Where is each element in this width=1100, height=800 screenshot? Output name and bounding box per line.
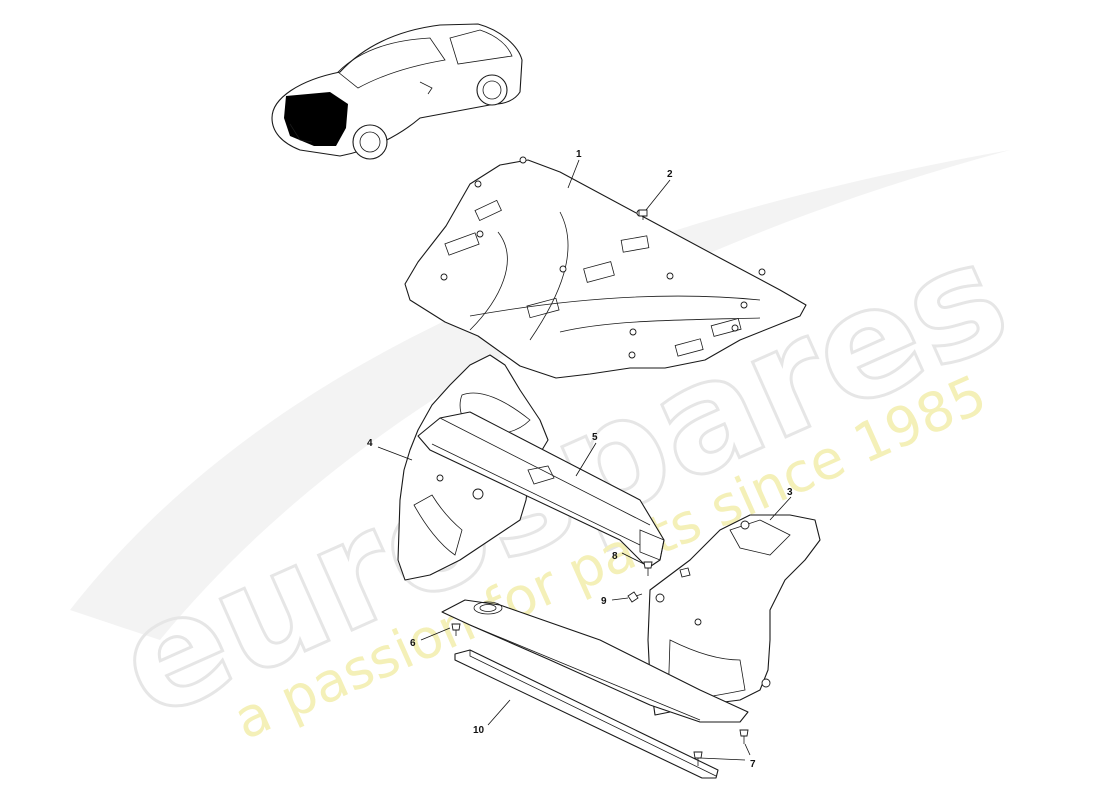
undertray-fastener-10	[440, 273, 448, 281]
callout-7: 7	[750, 759, 756, 770]
leader-9	[611, 597, 629, 601]
callout-2: 2	[667, 169, 673, 180]
car-windshield	[337, 37, 446, 89]
fastener-9	[627, 591, 643, 603]
right-panel-hole-3	[694, 618, 702, 626]
leader-lines	[377, 159, 792, 761]
right-panel-hole-1	[740, 520, 750, 530]
part-10-strip	[454, 649, 719, 779]
undertray-vent-3	[526, 297, 560, 319]
part-6-lower-tray	[441, 599, 749, 723]
undertray-vent-1	[583, 261, 615, 283]
callout-1: 1	[576, 149, 582, 160]
left-panel-hole-2	[436, 474, 444, 482]
car-mirror	[419, 81, 433, 95]
lower-tray-ring-outer	[473, 601, 503, 615]
undertray-fastener-1	[519, 156, 527, 164]
undertray-fastener-4	[559, 265, 567, 273]
undertray-fastener-9	[628, 351, 636, 359]
callout-4: 4	[367, 438, 373, 449]
fastener-2	[638, 209, 648, 220]
car-highlighted-area	[284, 92, 348, 146]
callout-5: 5	[592, 432, 598, 443]
left-panel-hole-1	[472, 488, 484, 500]
lower-tray-ring-inner	[479, 604, 497, 612]
callout-10: 10	[473, 725, 485, 736]
undertray-vent-7	[474, 199, 502, 222]
leader-7a	[699, 757, 746, 761]
car-front-wheel-rim	[359, 131, 381, 153]
undertray-fastener-6	[758, 268, 766, 276]
part-3-right-panel	[647, 514, 821, 716]
leader-6	[420, 627, 451, 641]
right-panel-hole-2	[655, 593, 665, 603]
undertray-fastener-12	[731, 324, 739, 332]
cross-beam-edge-1	[439, 417, 651, 526]
leader-8	[621, 552, 645, 565]
undertray-ridge-3	[559, 317, 761, 333]
cross-beam-end	[639, 529, 665, 561]
undertray-ridge-2	[529, 211, 569, 341]
undertray-vent-6	[710, 318, 742, 337]
car-side-window	[449, 29, 513, 65]
car-front-wheel	[352, 124, 388, 160]
lower-tray-outline	[441, 599, 749, 723]
undertray-vent-2	[620, 235, 650, 253]
fastener-7b	[739, 729, 749, 744]
undertray-outline	[404, 159, 807, 379]
left-panel-flange	[413, 494, 463, 556]
leader-4	[377, 446, 413, 461]
callout-3: 3	[787, 487, 793, 498]
undertray-fastener-11	[476, 230, 484, 238]
cross-beam-edge-2	[431, 443, 641, 546]
fastener-6	[451, 623, 461, 636]
undertray-ridge-1	[469, 231, 508, 331]
cross-beam-bracket	[527, 465, 555, 485]
leader-2	[645, 179, 671, 211]
lower-tray-edge	[469, 624, 701, 721]
undertray-fastener-2	[474, 180, 482, 188]
car-thumbnail	[271, 23, 523, 160]
fastener-8	[643, 561, 653, 576]
leader-10	[487, 699, 511, 726]
leader-7b	[744, 743, 751, 756]
leader-5	[575, 442, 597, 477]
callout-8: 8	[612, 551, 618, 562]
leader-3	[769, 496, 792, 521]
fastener-3-clip	[679, 567, 691, 578]
fasteners	[451, 209, 749, 766]
right-panel-outline	[647, 514, 821, 716]
car-rear-wheel-rim	[482, 80, 502, 100]
undertray-ridge-4	[469, 295, 761, 317]
watermark-swoosh	[70, 150, 1010, 640]
right-panel-flange	[729, 519, 791, 556]
part-1-undertray	[404, 156, 807, 379]
undertray-vent-4	[674, 338, 704, 357]
undertray-fastener-7	[740, 301, 748, 309]
right-panel-hole-4	[761, 678, 771, 688]
callout-9: 9	[601, 596, 607, 607]
strip-edge	[469, 650, 717, 777]
car-headlight	[289, 123, 313, 143]
undertray-vent-5	[444, 232, 480, 256]
undertray-fastener-5	[666, 272, 674, 280]
undertray-fastener-8	[629, 328, 637, 336]
leader-1	[567, 159, 580, 189]
part-5-cross-beam	[417, 411, 665, 569]
callouts: 1 2 3 4 5 6 7 8 9 10	[367, 149, 793, 770]
car-rear-wheel	[476, 74, 508, 106]
callout-6: 6	[410, 638, 416, 649]
